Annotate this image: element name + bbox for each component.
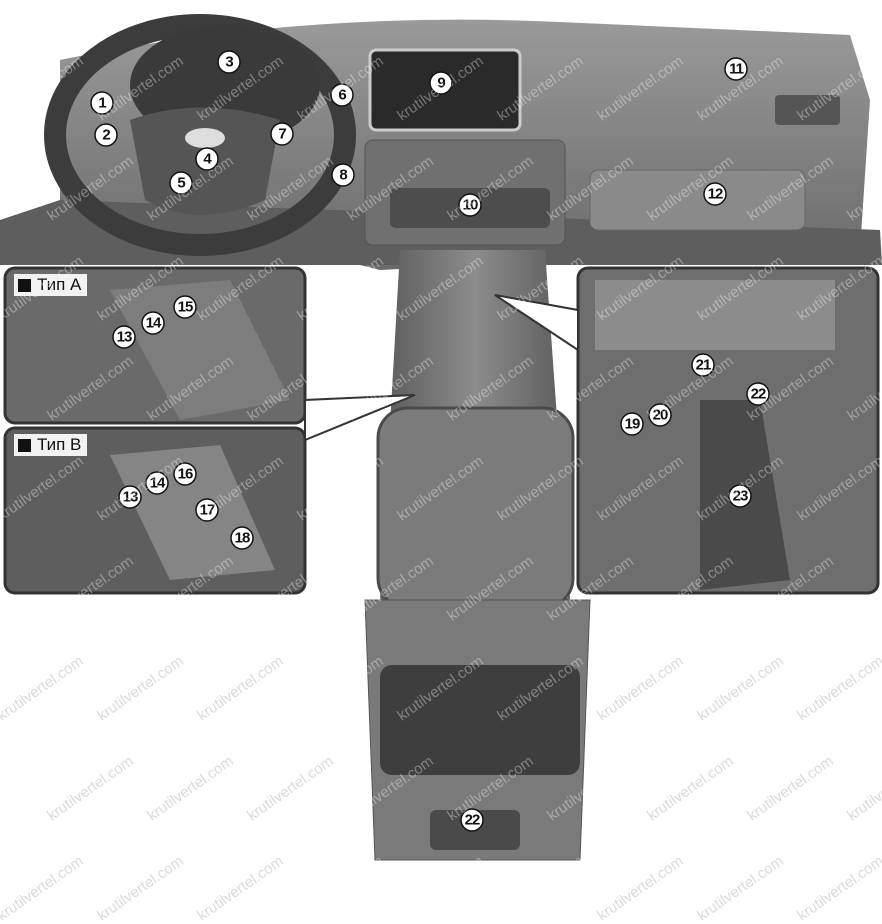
- svg-text:4: 4: [203, 151, 212, 168]
- svg-text:20: 20: [653, 407, 668, 424]
- callout-5: 5: [169, 171, 193, 195]
- svg-text:3: 3: [225, 54, 233, 71]
- square-bullet-icon: [18, 438, 31, 452]
- svg-text:2: 2: [102, 127, 110, 144]
- svg-text:22: 22: [751, 386, 766, 403]
- armrest: [376, 406, 575, 610]
- callout-7: 7: [270, 122, 294, 146]
- callout-10: 10: [458, 193, 482, 217]
- callout-19: 19: [620, 412, 644, 436]
- svg-text:21: 21: [696, 357, 711, 374]
- callout-4: 4: [195, 147, 219, 171]
- passenger-vent: [775, 95, 840, 125]
- callout-12: 12: [703, 182, 727, 206]
- callout-22-rear: 22: [460, 808, 484, 832]
- callout-15-type-a: 15: [173, 295, 197, 319]
- svg-text:13: 13: [123, 489, 138, 506]
- callout-3: 3: [217, 50, 241, 74]
- callout-14-type-b: 14: [145, 471, 169, 495]
- svg-text:5: 5: [177, 175, 185, 192]
- callout-13-type-b: 13: [118, 485, 142, 509]
- svg-text:1: 1: [98, 95, 106, 112]
- callout-14-type-a: 14: [141, 311, 165, 335]
- callout-21: 21: [691, 353, 715, 377]
- callout-17: 17: [195, 498, 219, 522]
- rear-vents: [380, 665, 580, 775]
- steering-wheel: [44, 14, 356, 256]
- svg-text:7: 7: [278, 126, 286, 143]
- svg-text:8: 8: [339, 167, 347, 184]
- svg-text:22: 22: [465, 812, 480, 829]
- switch-row: [595, 280, 835, 350]
- square-bullet-icon: [18, 278, 31, 292]
- svg-text:6: 6: [338, 87, 346, 104]
- callout-23: 23: [728, 484, 752, 508]
- callout-1: 1: [90, 91, 114, 115]
- callout-13-type-a: 13: [112, 325, 136, 349]
- callout-6: 6: [330, 83, 354, 107]
- svg-text:12: 12: [708, 186, 723, 203]
- svg-text:18: 18: [235, 530, 250, 547]
- glove-box: [589, 169, 806, 231]
- svg-text:9: 9: [437, 75, 445, 92]
- svg-text:13: 13: [117, 329, 132, 346]
- svg-text:14: 14: [150, 475, 166, 492]
- callout-8: 8: [331, 163, 355, 187]
- svg-text:11: 11: [729, 61, 744, 78]
- svg-text:14: 14: [146, 315, 162, 332]
- svg-text:16: 16: [178, 466, 193, 483]
- type-b-label: Тип B: [14, 434, 88, 456]
- type-a-text: Тип A: [37, 275, 82, 294]
- callout-16: 16: [173, 462, 197, 486]
- svg-text:23: 23: [733, 488, 748, 505]
- type-b-text: Тип B: [37, 435, 82, 454]
- svg-text:17: 17: [200, 502, 215, 519]
- svg-text:19: 19: [625, 416, 640, 433]
- svg-text:15: 15: [178, 299, 193, 316]
- callout-9: 9: [429, 71, 453, 95]
- type-a-label: Тип A: [14, 274, 88, 296]
- callout-22: 22: [746, 382, 770, 406]
- inset-pointer-a: [304, 394, 416, 442]
- callout-18: 18: [230, 526, 254, 550]
- callout-20: 20: [648, 403, 672, 427]
- hyundai-logo: [185, 128, 225, 148]
- callout-11: 11: [724, 57, 748, 81]
- callout-2: 2: [94, 123, 118, 147]
- inset-pointer-right: [494, 294, 579, 352]
- svg-text:10: 10: [463, 197, 478, 214]
- car-interior-diagram: 1 2 3 4 5 6 7 8 9 10 11 12 13 14 15 13 1…: [0, 14, 882, 861]
